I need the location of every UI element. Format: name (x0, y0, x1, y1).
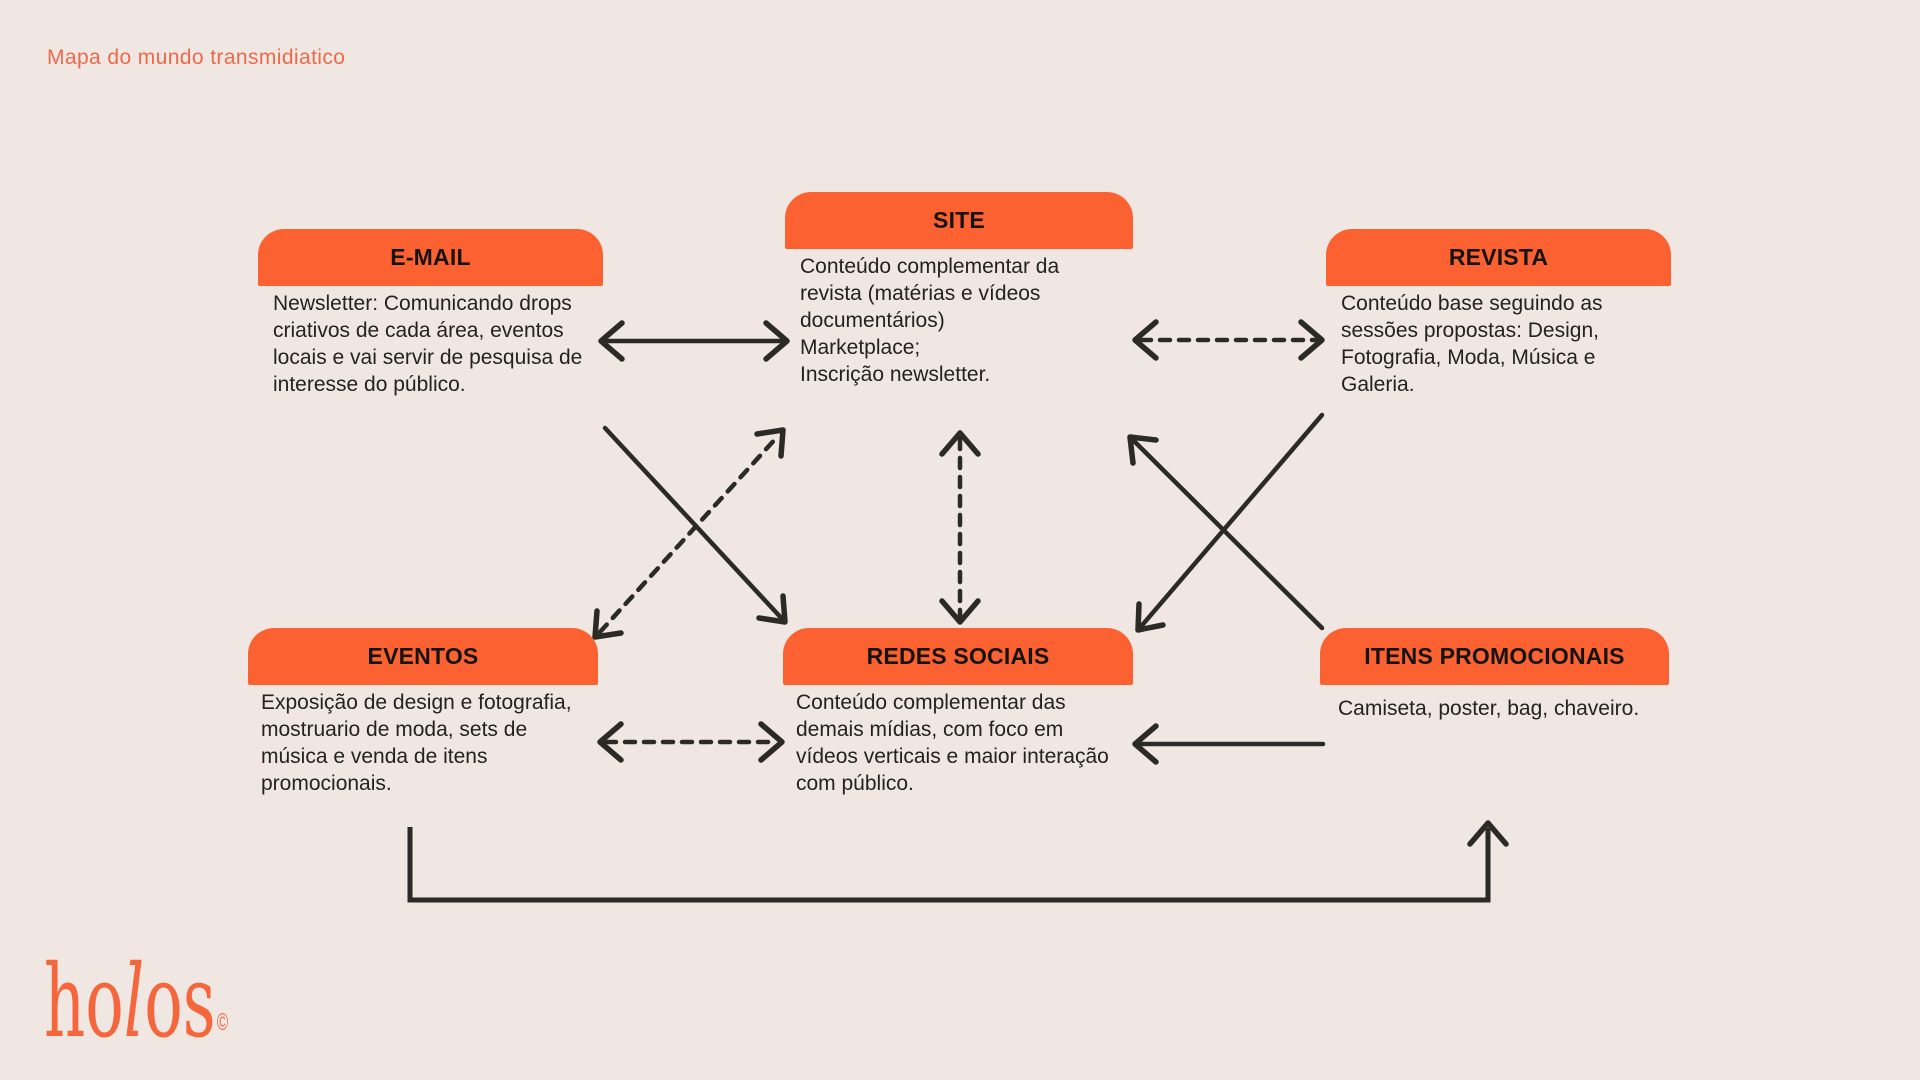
node-site-header: SITE (785, 192, 1133, 249)
arrow-eventos-redes-sociais (597, 721, 785, 763)
node-email: E-MAIL Newsletter: Comunicando drops cri… (258, 229, 603, 398)
node-revista-header: REVISTA (1326, 229, 1671, 286)
copyright-icon: © (216, 1009, 229, 1036)
node-email-header: E-MAIL (258, 229, 603, 286)
node-revista-title: REVISTA (1448, 244, 1549, 270)
node-itens-promocionais-title: ITENS PROMOCIONAIS (1364, 643, 1625, 669)
node-redes-sociais-header: REDES SOCIAIS (783, 628, 1133, 685)
holos-logo: holos© (44, 952, 228, 1052)
node-site-title: SITE (933, 207, 985, 233)
arrow-site-redes-sociais (939, 430, 981, 625)
node-site-description: Conteúdo complementar da revista (matéri… (800, 255, 1060, 386)
node-email-title: E-MAIL (390, 244, 471, 270)
node-redes-sociais-description: Conteúdo complementar das demais mídias,… (796, 691, 1109, 795)
logo-text-italic-l: l (123, 943, 145, 1060)
node-eventos-description: Exposição de design e fotografia, mostru… (261, 691, 572, 795)
arrow-itens-redes-sociais (1132, 723, 1326, 765)
node-email-description: Newsletter: Comunicando drops criativos … (273, 292, 583, 396)
node-itens-promocionais: ITENS PROMOCIONAIS Camiseta, poster, bag… (1320, 628, 1669, 722)
node-revista: REVISTA Conteúdo base seguindo as sessõe… (1326, 229, 1671, 398)
arrow-revista-redes-sociais (1135, 412, 1325, 633)
node-redes-sociais-title: REDES SOCIAIS (866, 643, 1050, 669)
node-eventos-header: EVENTOS (248, 628, 598, 685)
logo-text-part: os (144, 943, 216, 1060)
logo-text-part: ho (44, 943, 124, 1060)
arrow-eventos-site (592, 427, 786, 640)
arrow-eventos-itens-bottom-route (407, 820, 1509, 903)
node-itens-promocionais-header: ITENS PROMOCIONAIS (1320, 628, 1669, 685)
arrow-email-redes-sociais (602, 425, 788, 625)
node-eventos: EVENTOS Exposição de design e fotografia… (248, 628, 598, 797)
node-redes-sociais: REDES SOCIAIS Conteúdo complementar das … (783, 628, 1133, 797)
node-revista-description: Conteúdo base seguindo as sessões propos… (1341, 292, 1603, 396)
node-eventos-title: EVENTOS (367, 643, 479, 669)
node-itens-promocionais-description: Camiseta, poster, bag, chaveiro. (1338, 697, 1640, 720)
page-title: Mapa do mundo transmidiatico (47, 46, 346, 69)
node-site: SITE Conteúdo complementar da revista (m… (785, 192, 1133, 388)
arrow-itens-site (1127, 434, 1325, 631)
